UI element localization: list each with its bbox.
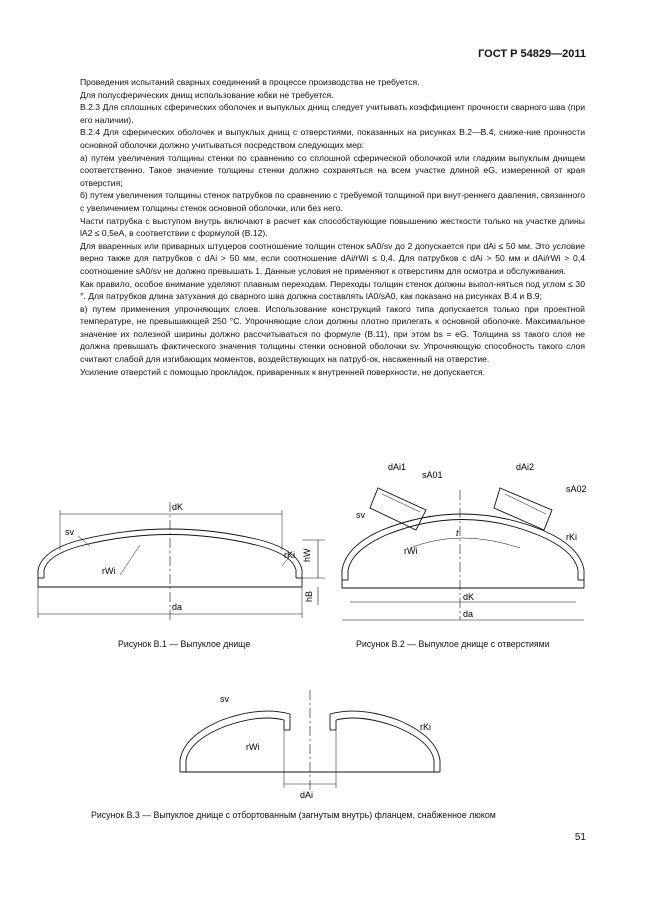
label-rki: rKi: [566, 532, 577, 542]
paragraph: B.2.3 Для сплошных сферических оболочек …: [80, 102, 585, 125]
label-sa01: sA01: [422, 470, 443, 480]
label-da: da: [172, 602, 182, 612]
label-sv: sv: [65, 527, 75, 537]
paragraph: Для полусферических днищ использование ю…: [80, 89, 334, 100]
paragraph: б) путем увеличения толщины стенок патру…: [80, 190, 585, 213]
label-rwi: rWi: [102, 566, 116, 576]
paragraph: Усиление отверстий с помощью прокладок, …: [80, 366, 485, 377]
paragraph: B.2.4 Для сферических оболочек и выпуклы…: [80, 127, 585, 150]
label-sa02: sA02: [566, 484, 587, 494]
label-hb: hB: [304, 591, 314, 602]
figure-b3-drawing: sv rWi rKi dAi: [179, 690, 441, 800]
paragraph: а) путем увеличения толщины стенки по ср…: [80, 152, 585, 188]
label-hw: hW: [302, 548, 312, 562]
standard-header: ГОСТ Р 54829—2011: [478, 48, 586, 60]
label-sv: sv: [356, 510, 366, 520]
figure-b1-drawing: dK sv rWi rKi hW hB da: [37, 502, 325, 620]
paragraph: Для вваренных или приварных штуцеров соо…: [80, 240, 585, 276]
label-sv: sv: [220, 694, 230, 704]
label-rki: rKi: [420, 722, 431, 732]
figure-b1-caption: Рисунок B.1 — Выпуклое днище: [118, 639, 251, 649]
label-dk: dK: [463, 592, 474, 602]
label-rwi: rWi: [404, 546, 418, 556]
figure-b3-caption: Рисунок B.3 — Выпуклое днище с отбортова…: [91, 810, 496, 820]
label-dai1: dAi1: [388, 462, 406, 472]
label-dk: dK: [172, 502, 183, 512]
label-da: da: [463, 609, 473, 619]
figure-b2-drawing: dAi1 sA01 dAi2 sA02 sv rWi t rKi dK da: [341, 462, 587, 621]
label-t: t: [456, 528, 459, 538]
label-dai: dAi: [300, 790, 313, 800]
paragraph: Проведения испытаний сварных соединений …: [80, 77, 420, 87]
body-text: Проведения испытаний сварных соединений …: [80, 76, 585, 378]
paragraph: в) путем применения упрочняющих слоев. И…: [80, 303, 585, 365]
page-number: 51: [574, 832, 586, 843]
figure-b2-caption: Рисунок B.2 — Выпуклое днище с отверстия…: [356, 639, 550, 649]
label-rwi: rWi: [246, 742, 260, 752]
paragraph: Части патрубка с выступом внутрь включаю…: [80, 215, 585, 239]
label-rki: rKi: [284, 550, 295, 560]
label-dai2: dAi2: [516, 462, 534, 472]
paragraph: Как правило, особое внимание уделяют пла…: [80, 278, 585, 302]
